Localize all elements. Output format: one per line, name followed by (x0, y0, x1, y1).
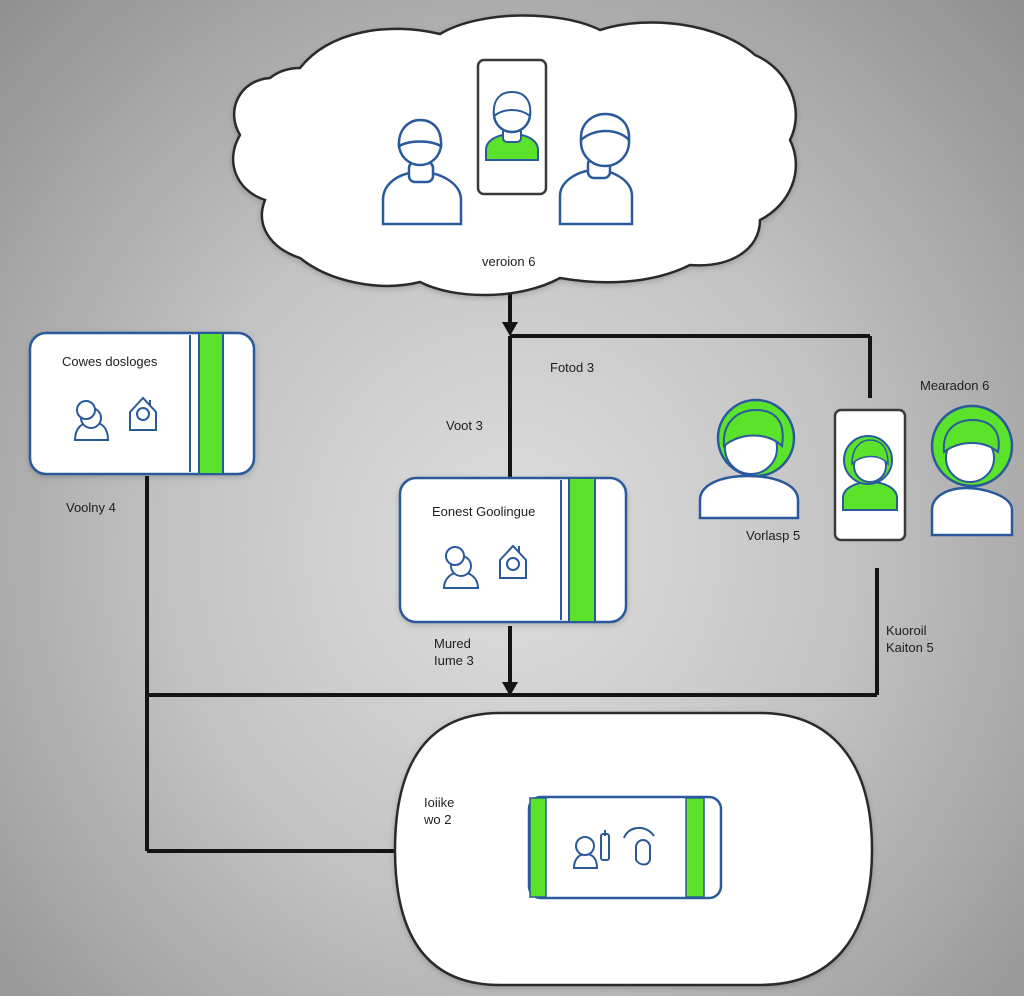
label-kuoroil-line2: Kaiton 5 (886, 640, 934, 655)
label-laiie-line2: wo 2 (424, 812, 452, 827)
connectors (145, 290, 879, 853)
phone-icon (833, 408, 907, 542)
cloud-version-label: veroion 6 (482, 254, 536, 269)
label-mured-line1: Mured (434, 636, 471, 651)
bottom-card (527, 795, 723, 900)
label-laiie-line1: Ioiike (424, 795, 455, 810)
phone-icon (476, 58, 548, 196)
person-icon (698, 398, 800, 520)
label-fotod: Fotod 3 (550, 360, 595, 375)
center-card-title: Eonest Goolingue (432, 504, 536, 519)
label-voolny: Voolny 4 (66, 500, 116, 515)
house-icon (499, 544, 527, 579)
label-mured-line2: Iume 3 (434, 653, 474, 668)
arrowhead-cloud (502, 322, 518, 336)
left-card (28, 331, 256, 476)
arrowhead-center-card (502, 682, 518, 696)
person-icon (442, 546, 480, 589)
label-version-right: Mearadon 6 (920, 378, 990, 393)
person-icon (381, 118, 463, 226)
person-icon (558, 112, 634, 226)
label-vorlasp: Vorlasp 5 (746, 528, 801, 543)
left-card-title: Cowes dosloges (62, 354, 158, 369)
person-icon (930, 404, 1014, 537)
label-kuoroil-line1: Kuoroil (886, 623, 927, 638)
house-icon (129, 396, 157, 431)
person-icon (73, 400, 110, 441)
label-voot: Voot 3 (446, 418, 483, 433)
contact-icon (572, 827, 655, 869)
center-card (398, 476, 628, 624)
